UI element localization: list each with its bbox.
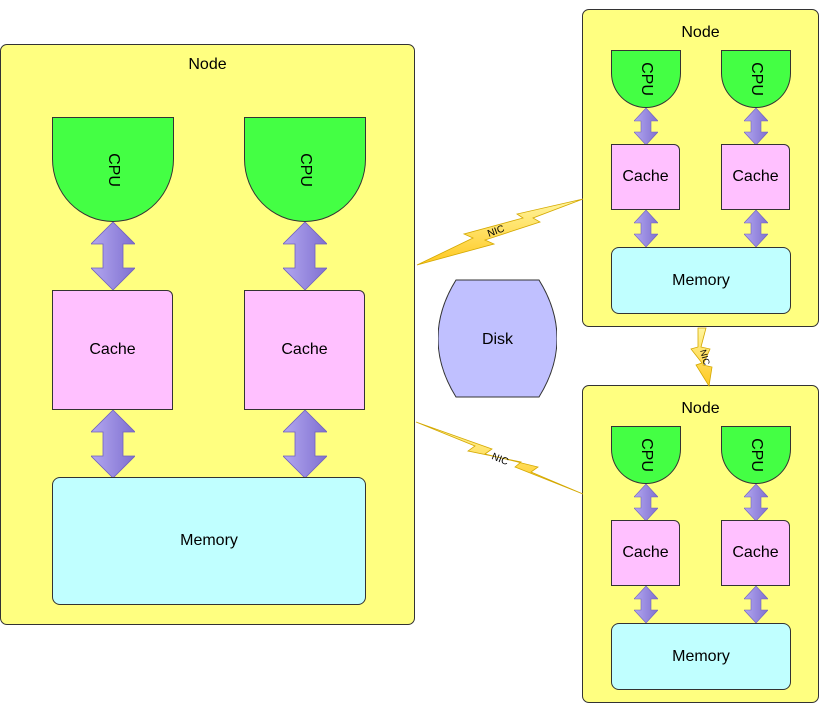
cpu-cache-arrow bbox=[283, 222, 327, 290]
cpu-cache-arrow bbox=[744, 108, 768, 145]
cpu: CPU bbox=[721, 50, 791, 108]
cache-memory-arrow bbox=[91, 410, 135, 478]
cache-label: Cache bbox=[89, 341, 136, 358]
cache-memory-arrow bbox=[634, 210, 658, 247]
cpu: CPU bbox=[611, 426, 681, 484]
cache-label: Cache bbox=[281, 341, 328, 358]
cache-memory-arrow bbox=[634, 586, 658, 623]
disk: Disk bbox=[438, 279, 557, 398]
cache-memory-arrow bbox=[283, 410, 327, 478]
cache: Cache bbox=[721, 144, 790, 210]
cache-label: Cache bbox=[622, 544, 669, 561]
cpu-label: CPU bbox=[105, 152, 122, 187]
memory-label: Memory bbox=[672, 271, 730, 289]
cpu-label: CPU bbox=[748, 62, 765, 96]
cache: Cache bbox=[611, 520, 680, 586]
cpu-label: CPU bbox=[638, 62, 655, 96]
node-title: Node bbox=[188, 56, 227, 73]
cache-label: Cache bbox=[732, 168, 779, 185]
memory: Memory bbox=[611, 623, 791, 690]
cache-label: Cache bbox=[732, 544, 779, 561]
cpu-label: CPU bbox=[638, 438, 655, 472]
cache: Cache bbox=[244, 290, 365, 410]
nic-link-bottom: NIC bbox=[415, 421, 584, 495]
cache-memory-arrow bbox=[744, 210, 768, 247]
nic-link-vertical: NIC bbox=[690, 327, 713, 387]
node-title: Node bbox=[681, 24, 720, 41]
node-bottom-right: Node CPU CPU Cache Cache Memory bbox=[582, 385, 819, 703]
cache: Cache bbox=[52, 290, 173, 410]
memory: Memory bbox=[611, 247, 791, 314]
memory: Memory bbox=[52, 477, 366, 605]
disk-label: Disk bbox=[482, 331, 514, 348]
nic-label: NIC bbox=[490, 451, 510, 468]
cpu-cache-arrow bbox=[634, 484, 658, 521]
memory-label: Memory bbox=[672, 647, 730, 665]
cpu: CPU bbox=[721, 426, 791, 484]
cpu: CPU bbox=[244, 117, 366, 222]
cpu-cache-arrow bbox=[91, 222, 135, 290]
cpu: CPU bbox=[52, 117, 174, 222]
nic-link-top: NIC bbox=[416, 198, 584, 266]
cpu-cache-arrow bbox=[744, 484, 768, 521]
cpu-cache-arrow bbox=[634, 108, 658, 145]
nic-label: NIC bbox=[486, 224, 506, 240]
memory-label: Memory bbox=[180, 532, 238, 549]
cpu-label: CPU bbox=[297, 152, 314, 187]
cache: Cache bbox=[611, 144, 680, 210]
cpu: CPU bbox=[611, 50, 681, 108]
node-large: Node CPU CPU Cache Cache Memory bbox=[0, 44, 415, 625]
cache: Cache bbox=[721, 520, 790, 586]
node-top-right: Node CPU CPU Cache Cache Memory bbox=[582, 9, 819, 327]
cpu-label: CPU bbox=[748, 438, 765, 472]
cache-label: Cache bbox=[622, 168, 669, 185]
nic-label: NIC bbox=[698, 348, 712, 366]
node-title: Node bbox=[681, 400, 720, 417]
cache-memory-arrow bbox=[744, 586, 768, 623]
